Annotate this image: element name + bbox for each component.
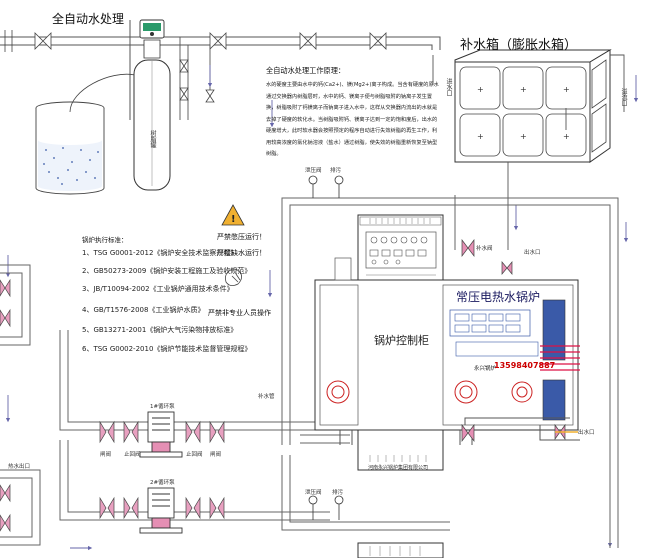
warning-no-pressure: 严禁憋压运行！ (217, 233, 266, 241)
label-check-valve-2: 止回阀 (186, 452, 203, 458)
cabinet-bottom (357, 542, 444, 558)
label-relief-valve-top: 泄压阀 (305, 168, 322, 174)
softener-side-pipes (179, 37, 211, 120)
standard-item-1: 1、TSG G0001-2012《锅炉安全技术监察规程》 (82, 249, 238, 257)
label-gate-valve-1: 闸阀 (100, 452, 112, 458)
left-pipes (0, 264, 330, 546)
boiler-pink-valves (461, 238, 566, 443)
svg-text:+: + (520, 85, 527, 94)
softener-column (133, 19, 171, 191)
standard-item-5: 5、GB13271-2001《锅炉大气污染物排放标准》 (82, 326, 238, 334)
pump-valves (0, 278, 225, 533)
boiler-bottom-pipes (339, 417, 580, 445)
warning-no-dry: 严禁缺水运行！ (217, 249, 266, 257)
label-relief-valve-bottom: 泄压阀 (305, 490, 322, 496)
label-gate-valve-2: 闸阀 (210, 452, 222, 458)
label-make-up-valve: 补水阀 (476, 246, 493, 252)
expansion-tank: + + + + + + (454, 49, 612, 163)
pump-2-label: 2#循环泵 (150, 480, 175, 486)
label-softener: 树脂罐 (149, 130, 156, 148)
svg-text:+: + (563, 85, 570, 94)
label-hot-water-out: 热水出口 (8, 464, 31, 470)
svg-text:+: + (520, 132, 527, 141)
label-overflow: 溢流口 (620, 88, 627, 106)
side-valves (179, 59, 215, 103)
loop-pipes (281, 195, 619, 548)
gauges (308, 175, 344, 520)
brine-tank (35, 73, 136, 195)
svg-text:+: + (477, 85, 484, 94)
svg-text:+: + (563, 132, 570, 141)
warning-operator: 严禁非专业人员操作 (208, 309, 271, 317)
standard-item-6: 6、TSG G0002-2010《锅炉节能技术监督管理规程》 (82, 345, 252, 353)
boiler-hotline: 永兴锅炉 (474, 366, 497, 372)
tank-pipes (432, 54, 625, 250)
label-water-inlet: 补水管 (258, 394, 275, 400)
label-outlet: 出水口 (524, 250, 541, 256)
label-check-valve-1: 止回阀 (124, 452, 141, 458)
boiler-flanges (326, 380, 533, 404)
standard-item-2: 2、GB50273-2009《锅炉安装工程施工及验收规范》 (82, 267, 252, 275)
boiler-body (314, 257, 580, 431)
cabinet-maker: 河南永兴锅炉集团有限公司 (368, 465, 429, 471)
pump-2 (139, 487, 183, 534)
pump-1-label: 1#循环泵 (150, 404, 175, 410)
standard-item-3: 3、JB/T10094-2002《工业锅炉通用技术条件》 (82, 285, 234, 293)
svg-text:+: + (477, 132, 484, 141)
svg-text:!: ! (231, 214, 236, 225)
standard-item-4: 4、GB/T1576-2008《工业锅炉水质》 (82, 306, 205, 314)
pump-1 (139, 411, 183, 458)
warning-sign: ! (221, 204, 245, 226)
label-water-outlet: 出水口 (578, 430, 595, 436)
principle-heading: 全自动水处理工作原理： (266, 66, 346, 75)
label-drain-top: 排污 (330, 168, 342, 174)
boiler-title: 常压电热水锅炉 (456, 290, 541, 304)
cabinet-title: 锅炉控制柜 (374, 334, 429, 347)
water-treatment-title: 全自动水处理 (52, 12, 125, 26)
label-cold-inlet: 进水口 (445, 78, 452, 96)
standards-heading: 锅炉执行标准： (82, 236, 128, 244)
principle-body: 水的硬度主要由水中的钙(Ca2+)、镁(Mg2+)离子构成。当含有硬度的原水通过… (266, 82, 439, 157)
hand-sign (224, 268, 242, 286)
label-drain-bottom: 排污 (332, 490, 344, 496)
pipe-valves-top (4, 30, 387, 52)
boiler-phone: 13598407887 (494, 361, 556, 370)
expansion-tank-title: 补水箱（膨胀水箱） (460, 38, 578, 53)
